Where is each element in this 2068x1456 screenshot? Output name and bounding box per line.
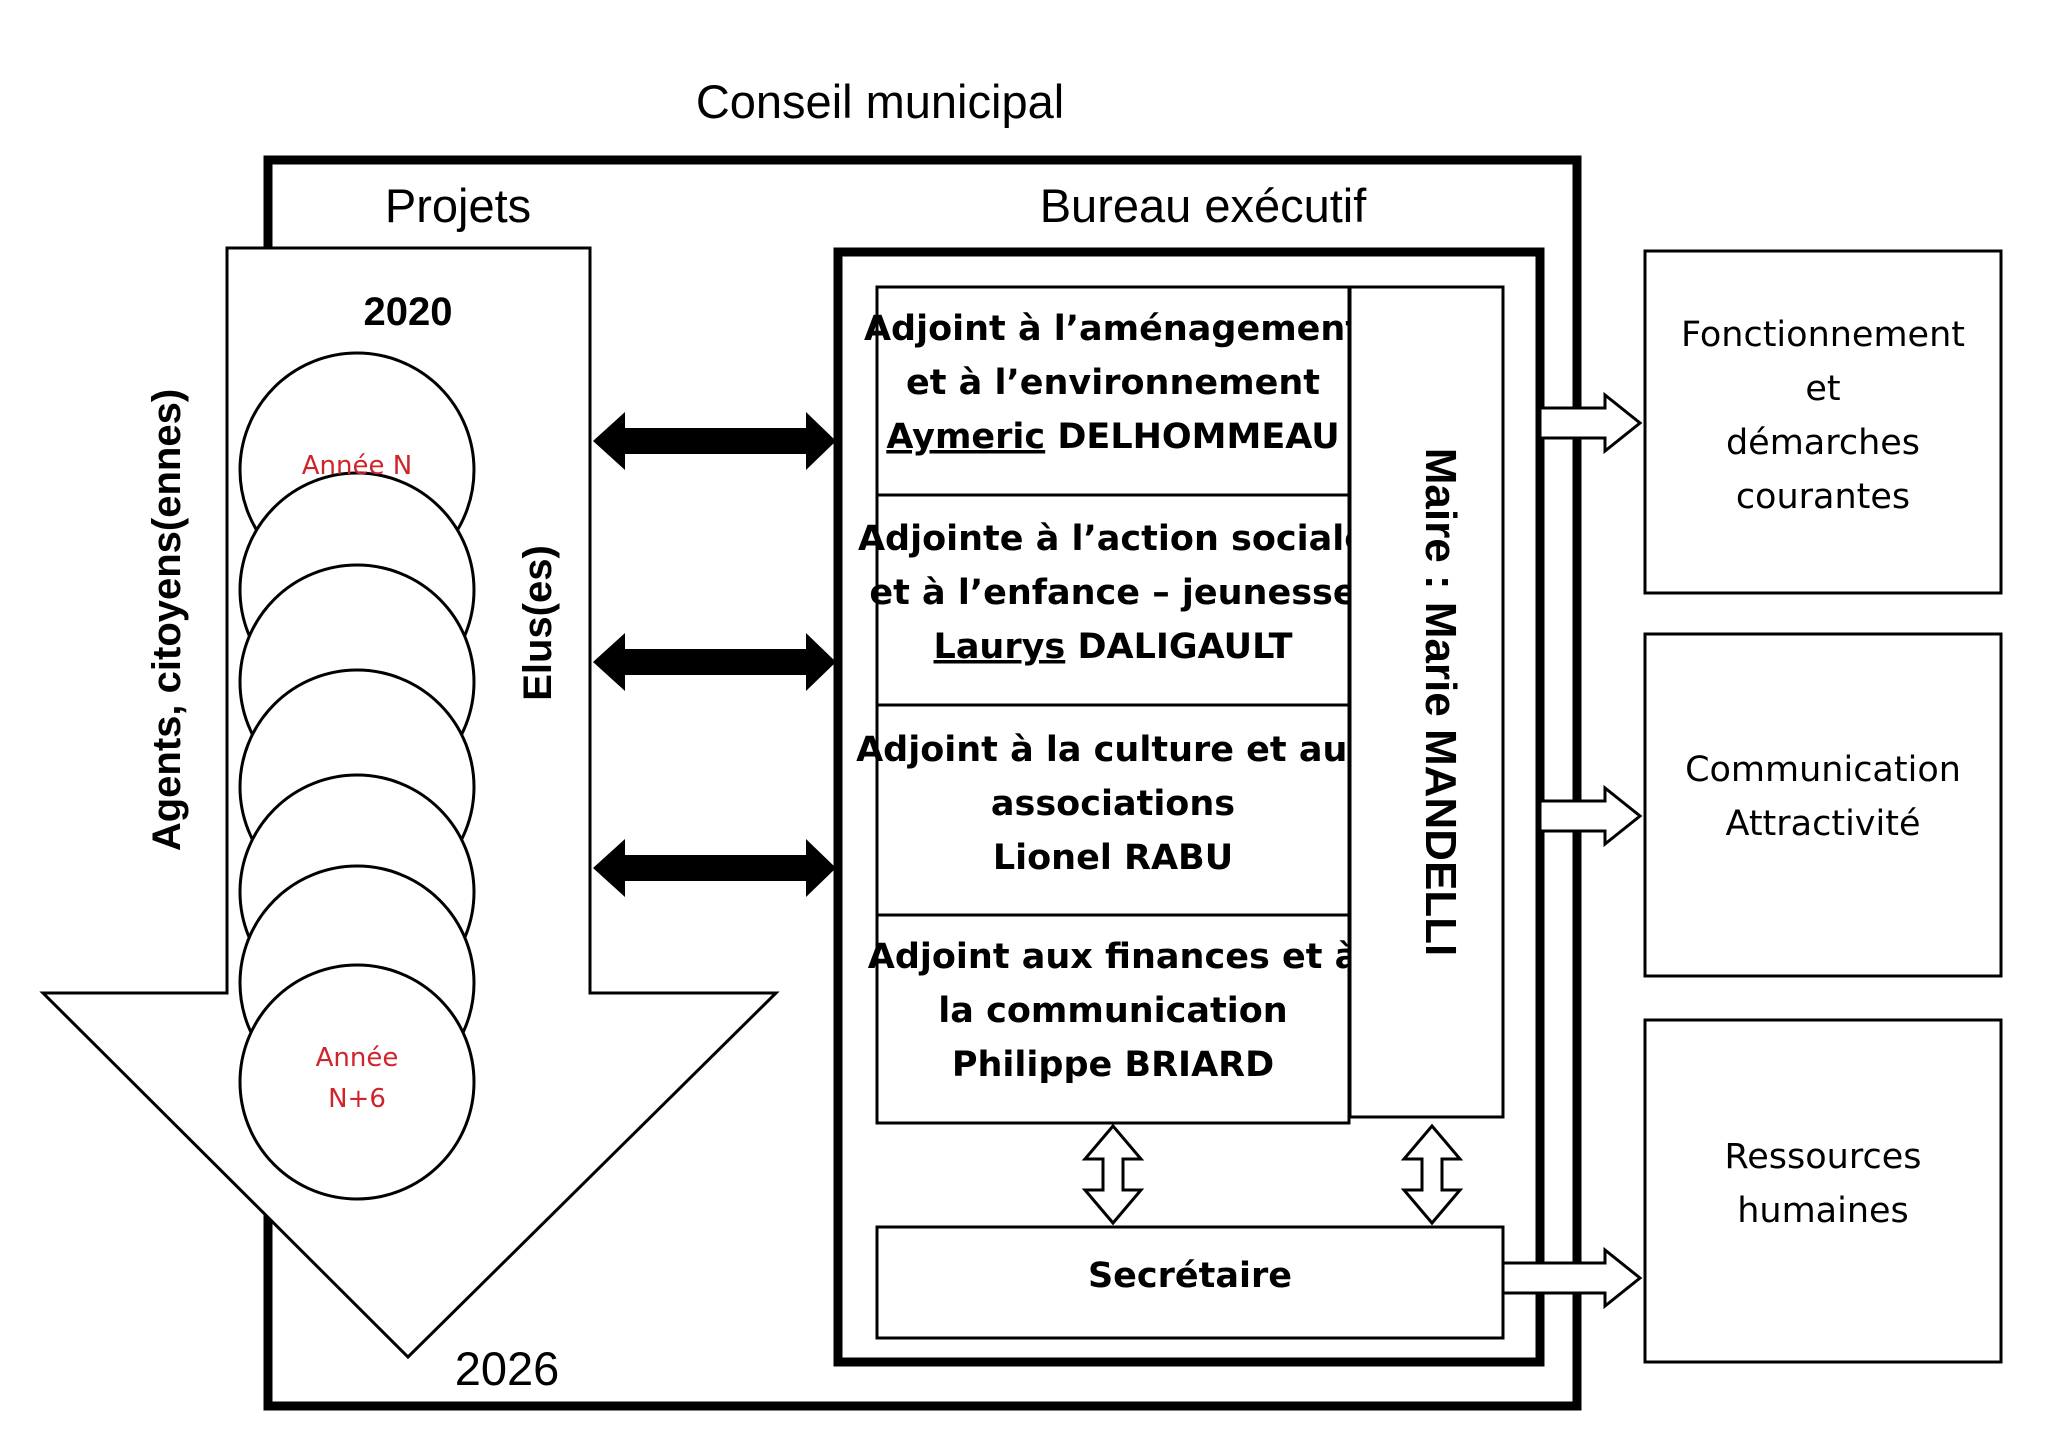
adjoint-last-name: DALIGAULT [1065,627,1292,667]
year-circle [238,963,476,1201]
adjoint-name: Laurys DALIGAULT [934,627,1293,667]
adjoint-title-line2: et à l’enfance – jeunesse [869,573,1356,613]
circle-last-label-line2: N+6 [328,1084,386,1114]
mayor-label: Maire : Marie MANDELLI [1416,448,1465,957]
vertical-double-arrow-icon [1400,1123,1464,1226]
adjoint-name: Aymeric DELHOMMEAU [886,417,1339,457]
adjoint-last-name: RABU [1112,838,1233,878]
adjoint-title-line2: et à l’environnement [906,363,1320,403]
adjoint-box [875,285,1351,497]
circle-first-label: Année N [302,451,412,481]
service-line: Attractivité [1726,804,1921,844]
service-line: démarches [1726,423,1920,463]
adjoint-list [875,285,1351,1125]
service-box-ressources-humaines [1643,1018,2003,1364]
page-title: Conseil municipal [696,75,1064,128]
service-line: Communication [1685,750,1961,790]
year-circles [238,351,476,1201]
vertical-double-arrow-icon [1081,1123,1145,1226]
year-start: 2020 [364,290,453,334]
projects-heading: Projets [385,179,531,232]
adjoint-title-line2: la communication [938,991,1287,1031]
adjoint-name: Philippe BRIARD [952,1045,1274,1085]
double-arrow-icon [593,633,836,691]
service-line: Fonctionnement [1681,315,1965,355]
year-end: 2026 [455,1342,560,1395]
mayor-box [1348,285,1505,1119]
side-label-agents: Agents, citoyens(ennes) [145,389,189,851]
adjoint-last-name: DELHOMMEAU [1045,417,1340,457]
adjoint-title-line2: associations [991,784,1235,824]
adjoint-title-line1: Adjoint à l’aménagement [864,309,1362,349]
secretary-box [875,1225,1505,1340]
bureau-heading: Bureau exécutif [1040,179,1368,232]
adjoint-name: Lionel RABU [993,838,1233,878]
adjoint-title-line1: Adjointe à l’action sociale [858,519,1368,559]
adjoint-title-line1: Adjoint aux finances et à [868,937,1358,977]
arrow-right-icon [1501,1246,1643,1310]
service-box-fonctionnement [1643,249,2003,595]
adjoint-first-name: Lionel [993,838,1112,878]
arrow-right-icon [1538,784,1643,848]
circle-last-label-line1: Année [316,1043,399,1073]
adjoint-first-name: Laurys [934,627,1066,667]
service-line: et [1805,369,1840,409]
double-arrow-icon [593,412,836,470]
adjoint-box [875,913,1351,1125]
double-arrow-icon [593,839,836,897]
adjoint-first-name: Philippe [952,1045,1112,1085]
arrow-right-icon [1538,391,1643,455]
service-line: humaines [1737,1191,1909,1231]
side-label-elus: Elus(es) [516,545,560,701]
adjoint-title-line1: Adjoint à la culture et aux [856,730,1370,770]
adjoint-first-name: Aymeric [886,417,1045,457]
service-line: courantes [1736,477,1910,517]
service-box-communication [1643,632,2003,978]
link-arrows [593,412,836,897]
service-line: Ressources [1725,1137,1922,1177]
secretary-label: Secrétaire [1088,1256,1292,1296]
adjoint-last-name: BRIARD [1112,1045,1274,1085]
